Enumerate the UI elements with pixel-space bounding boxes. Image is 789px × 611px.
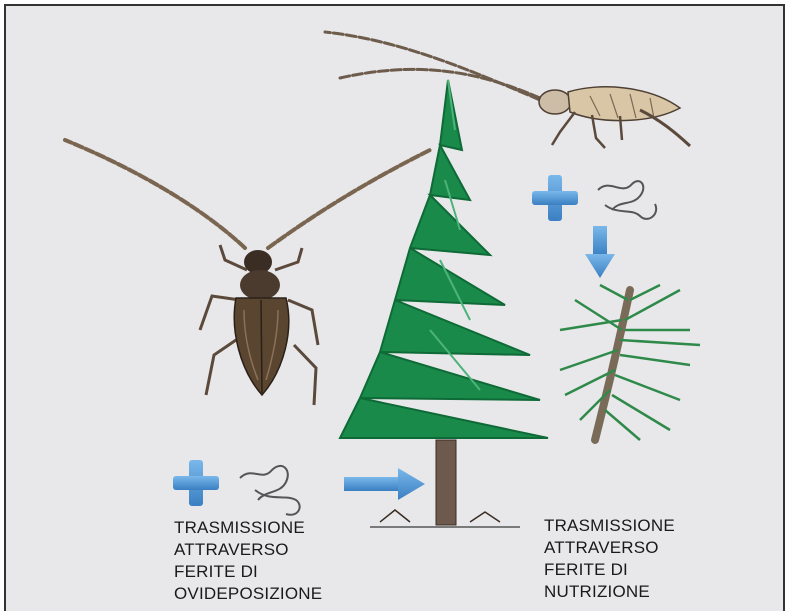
plus-icon (532, 175, 578, 221)
caption-line: OVIDEPOSIZIONE (174, 583, 322, 605)
nematode-icon (598, 181, 656, 219)
cricket-illustration (325, 32, 690, 148)
feeding-caption: TRASMISSIONE ATTRAVERSO FERITE DI NUTRIZ… (544, 515, 675, 603)
caption-line: FERITE DI (174, 561, 322, 583)
oviposition-caption: TRASMISSIONE ATTRAVERSO FERITE DI OVIDEP… (174, 517, 322, 605)
caption-line: ATTRAVERSO (174, 539, 322, 561)
caption-line: FERITE DI (544, 559, 675, 581)
nematode-icon (240, 466, 300, 515)
arrow-right-icon (344, 468, 425, 500)
plus-icon (173, 460, 219, 506)
caption-line: TRASMISSIONE (174, 517, 322, 539)
caption-line: NUTRIZIONE (544, 581, 675, 603)
arrow-down-icon (585, 226, 615, 278)
caption-line: TRASMISSIONE (544, 515, 675, 537)
pine-tree-illustration (340, 80, 548, 527)
caption-line: ATTRAVERSO (544, 537, 675, 559)
pine-twig-illustration (560, 285, 700, 440)
